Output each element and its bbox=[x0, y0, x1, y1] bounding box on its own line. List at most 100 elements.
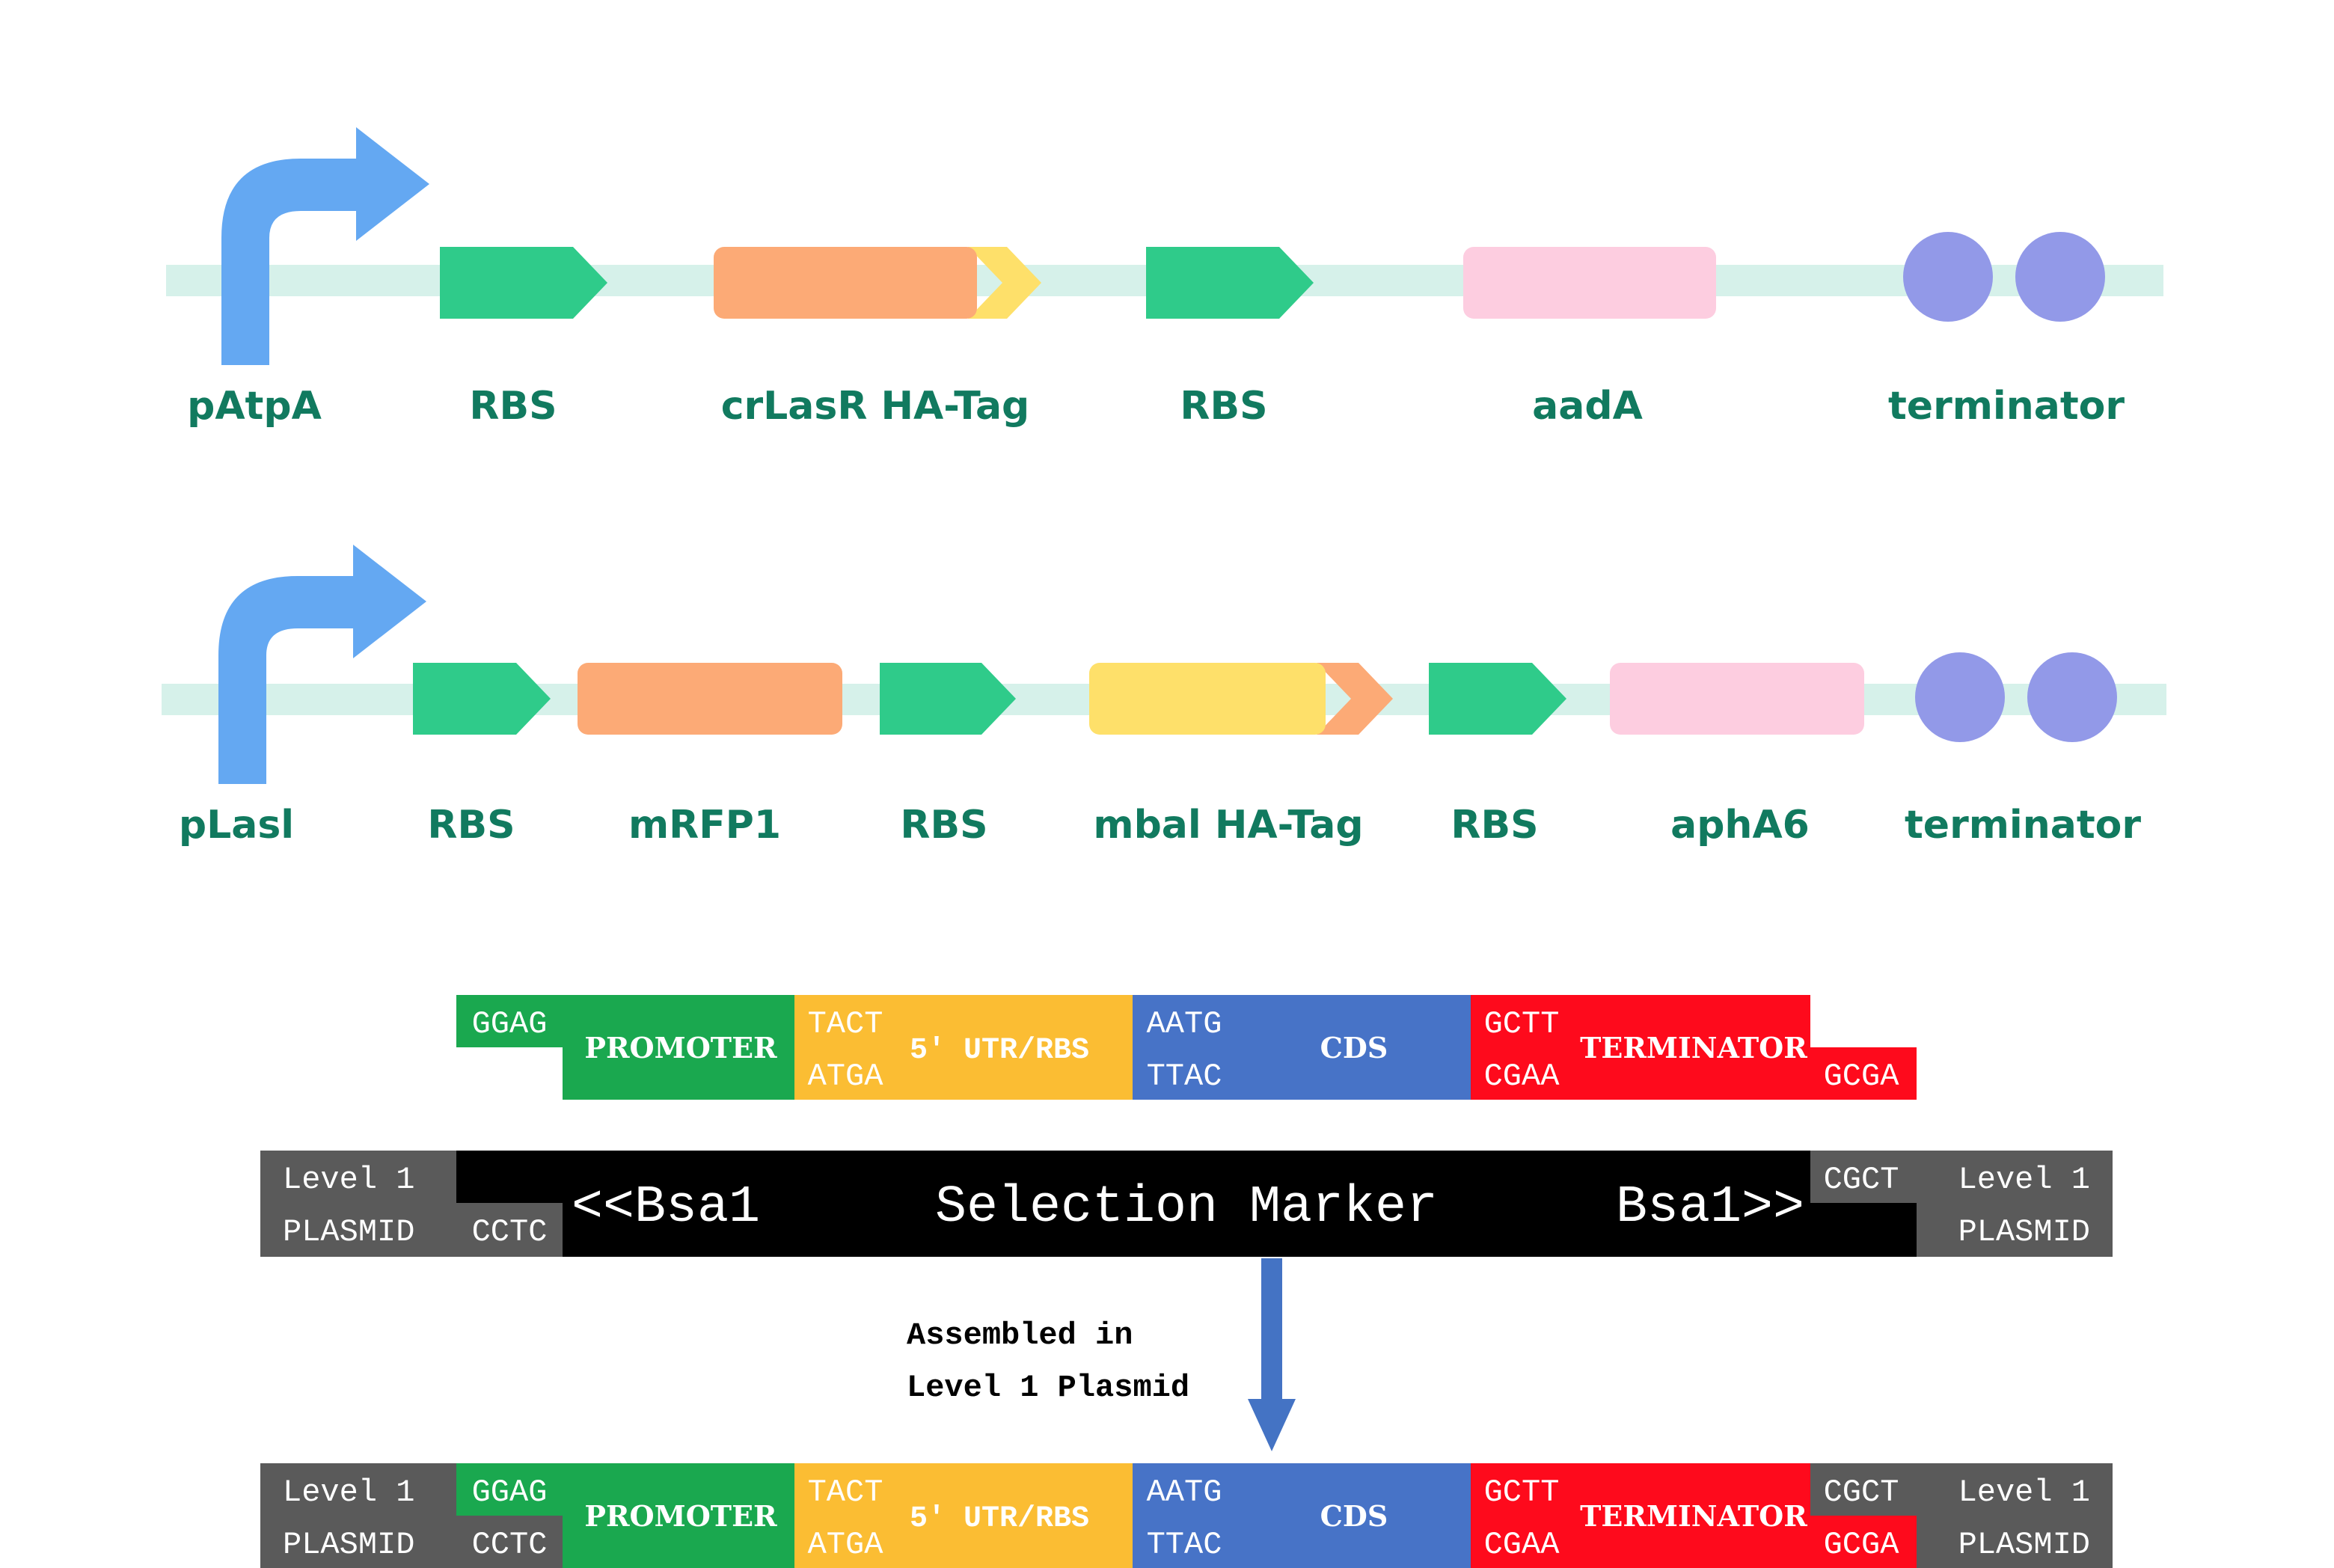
assembled-seq-atga: ATGA bbox=[808, 1527, 884, 1563]
assembled-seq-tact: TACT bbox=[808, 1474, 883, 1510]
assembly-flow: Assembled in Level 1 Plasmid bbox=[907, 1258, 1296, 1451]
assembled-label-terminator: TERMINATOR bbox=[1580, 1499, 1807, 1533]
flow-arrow-shaft bbox=[1261, 1258, 1282, 1405]
assembled-label-utr: 5' UTR/RBS bbox=[910, 1502, 1089, 1536]
assembly-note-line1: Assembled in bbox=[907, 1317, 1133, 1353]
rbs-1b bbox=[1146, 247, 1314, 319]
rbs-2b bbox=[880, 663, 1016, 735]
label-utr-part: 5' UTR/RBS bbox=[910, 1034, 1089, 1068]
seq-atga-top: ATGA bbox=[808, 1059, 884, 1094]
rbs-2c bbox=[1429, 663, 1566, 735]
assembled-seq-cgaa: CGAA bbox=[1484, 1527, 1560, 1563]
seq-cgct: CGCT bbox=[1824, 1162, 1899, 1198]
seq-cctc: CCTC bbox=[472, 1214, 548, 1250]
promoter-block bbox=[563, 995, 794, 1100]
assembled-seq-gcga: GCGA bbox=[1824, 1527, 1900, 1563]
rbs-2a bbox=[413, 663, 551, 735]
plasmid-right-grey-lower bbox=[1917, 1203, 2113, 1257]
terminator-block bbox=[1471, 995, 1810, 1100]
seq-aatg-top: AATG bbox=[1147, 1006, 1222, 1042]
label-selection-marker: Selection Marker bbox=[935, 1178, 1438, 1237]
plasmid-right-grey bbox=[1810, 1151, 2113, 1203]
assembled-label-plasmid-right: PLASMID bbox=[1958, 1527, 2090, 1563]
label-cds-part: CDS bbox=[1320, 1031, 1388, 1065]
label-aphA6: aphA6 bbox=[1670, 803, 1810, 848]
label-bsa-left: <<Bsa1 bbox=[572, 1178, 760, 1237]
terminator-1b bbox=[2015, 232, 2105, 322]
selection-marker-block-lower bbox=[563, 1203, 1917, 1257]
label-pLasl: pLasl bbox=[179, 803, 294, 848]
seq-tact-top: TACT bbox=[808, 1006, 883, 1042]
label-rbs-2b: RBS bbox=[900, 803, 987, 848]
assembled-seq-cctc: CCTC bbox=[472, 1527, 548, 1563]
cds-block bbox=[1133, 995, 1471, 1100]
label-promoter-part: PROMOTER bbox=[584, 1031, 777, 1065]
level0-parts-row: GGAG PROMOTER TACT ATGA 5' UTR/RBS AATG … bbox=[456, 995, 1917, 1100]
tag-chevron-1 bbox=[968, 247, 1041, 319]
label-level1-right: Level 1 bbox=[1958, 1162, 2090, 1198]
assembled-promoter-block bbox=[563, 1463, 794, 1568]
label-level1-left: Level 1 bbox=[283, 1162, 414, 1198]
label-rbs-1a: RBS bbox=[469, 384, 557, 429]
assembled-terminator-block bbox=[1471, 1463, 1810, 1568]
ggag-overhang-block bbox=[456, 995, 563, 1047]
selection-marker-block bbox=[456, 1151, 1810, 1203]
gene-mbal bbox=[1089, 663, 1326, 735]
flow-arrow-head bbox=[1248, 1399, 1296, 1451]
gene-aphA6 bbox=[1610, 663, 1864, 735]
seq-ggag-top: GGAG bbox=[472, 1006, 548, 1042]
assembled-level1-row: Level 1 PLASMID GGAG CCTC PROMOTER TACT … bbox=[260, 1463, 2113, 1568]
label-plasmid-left: PLASMID bbox=[283, 1214, 414, 1250]
assembled-right-grey bbox=[1917, 1463, 2113, 1568]
gcga-overhang-block bbox=[1810, 1047, 1917, 1100]
label-pAtpA: pAtpA bbox=[187, 384, 322, 429]
label-terminator-part: TERMINATOR bbox=[1580, 1031, 1807, 1065]
assembled-label-level1-right: Level 1 bbox=[1958, 1474, 2090, 1510]
label-plasmid-right: PLASMID bbox=[1958, 1214, 2090, 1250]
seq-ttac-top: TTAC bbox=[1147, 1059, 1222, 1094]
gene-crLasR bbox=[714, 247, 977, 319]
rbs-1a bbox=[440, 247, 607, 319]
assembled-cgct-block bbox=[1810, 1463, 1917, 1516]
promoter-arrow-pAtpA bbox=[221, 127, 429, 365]
terminator-2b bbox=[2027, 652, 2117, 742]
assembled-left-grey bbox=[260, 1463, 456, 1568]
level1-plasmid-backbone-row: Level 1 PLASMID CCTC <<Bsa1 Selection Ma… bbox=[260, 1151, 2113, 1257]
assembly-note-line2: Level 1 Plasmid bbox=[907, 1370, 1189, 1406]
label-rbs-2c: RBS bbox=[1451, 803, 1538, 848]
gene-mRFP1 bbox=[578, 663, 842, 735]
label-aadA: aadA bbox=[1532, 384, 1643, 429]
label-rbs-2a: RBS bbox=[427, 803, 515, 848]
assembled-label-plasmid-left: PLASMID bbox=[283, 1527, 414, 1563]
assembled-seq-ggag: GGAG bbox=[472, 1474, 548, 1510]
promoter-arrow-pLasl bbox=[218, 545, 426, 784]
terminator-2a bbox=[1915, 652, 2005, 742]
label-bsa-right: Bsa1>> bbox=[1616, 1178, 1804, 1237]
assembled-label-promoter: PROMOTER bbox=[584, 1499, 777, 1533]
label-terminator-1: terminator bbox=[1888, 384, 2125, 429]
assembled-cctc-block bbox=[456, 1516, 563, 1568]
assembled-seq-aatg: AATG bbox=[1147, 1474, 1222, 1510]
assembled-seq-ttac: TTAC bbox=[1147, 1527, 1222, 1563]
assembled-utr-block bbox=[794, 1463, 1133, 1568]
terminator-1a bbox=[1903, 232, 1993, 322]
assembled-seq-cgct: CGCT bbox=[1824, 1474, 1899, 1510]
seq-gctt-top: GCTT bbox=[1484, 1006, 1560, 1042]
tag-chevron-2 bbox=[1317, 663, 1393, 735]
assembled-gcga-block bbox=[1810, 1516, 1917, 1568]
label-rbs-1b: RBS bbox=[1180, 384, 1267, 429]
construct-1: pAtpA RBS crLasR HA-Tag RBS aadA termina… bbox=[166, 127, 2163, 429]
assembled-cds-block bbox=[1133, 1463, 1471, 1568]
seq-cgaa-top: CGAA bbox=[1484, 1059, 1560, 1094]
utr-rbs-block bbox=[794, 995, 1133, 1100]
assembled-seq-gctt: GCTT bbox=[1484, 1474, 1560, 1510]
assembled-ggag-block bbox=[456, 1463, 563, 1516]
label-mRFP1: mRFP1 bbox=[628, 803, 781, 848]
label-mbal: mbal HA-Tag bbox=[1093, 803, 1363, 848]
seq-gcga-top: GCGA bbox=[1824, 1059, 1900, 1094]
gene-aadA bbox=[1463, 247, 1716, 319]
assembled-label-level1-left: Level 1 bbox=[283, 1474, 414, 1510]
construct-2: pLasl RBS mRFP1 RBS mbal HA-Tag RBS aphA… bbox=[162, 545, 2166, 848]
label-terminator-2: terminator bbox=[1905, 803, 2141, 848]
